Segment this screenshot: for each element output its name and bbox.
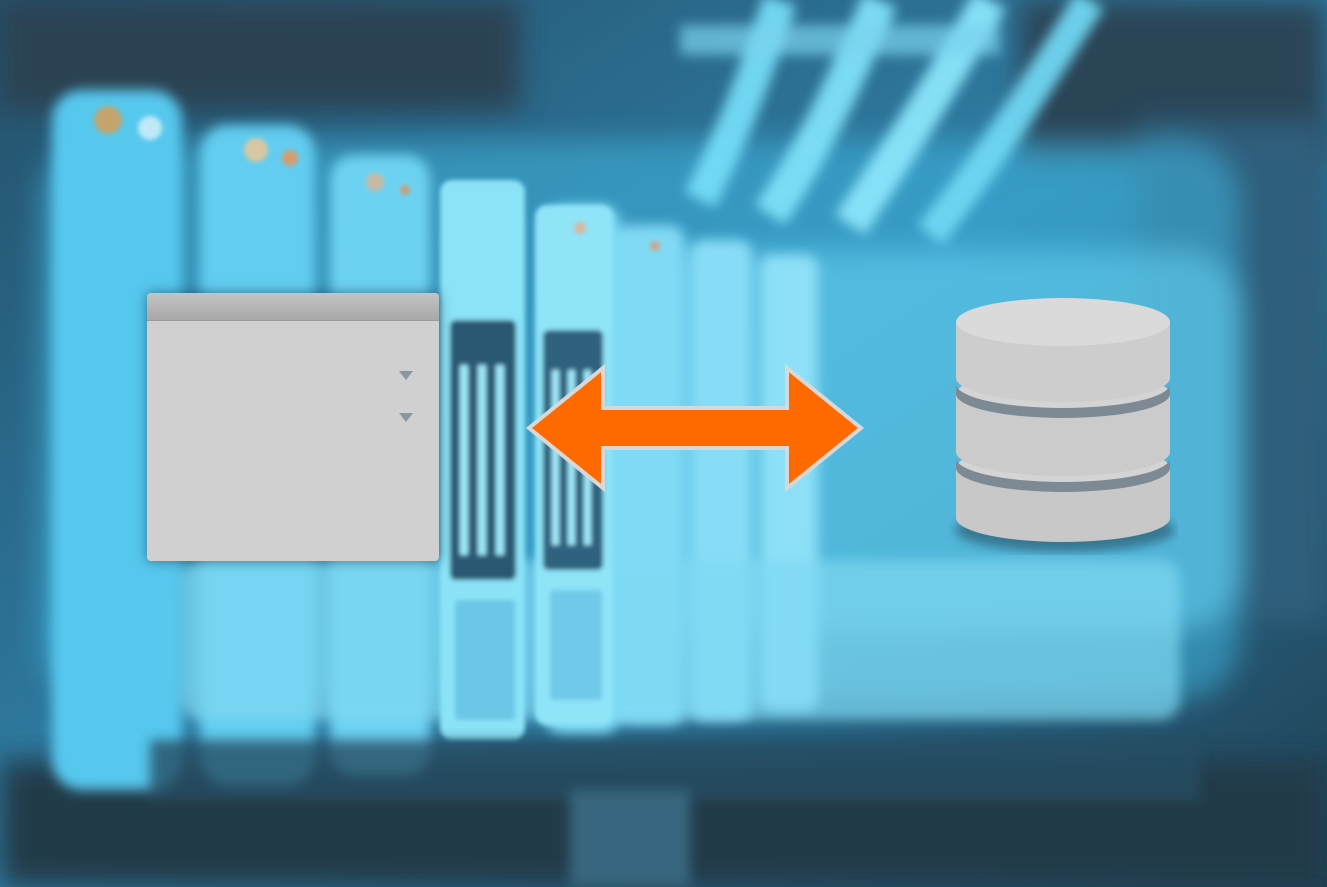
form-window-icon xyxy=(147,293,439,561)
chevron-down-icon xyxy=(399,371,413,380)
double-arrow-icon xyxy=(525,360,865,496)
database-icon xyxy=(948,290,1178,555)
window-titlebar xyxy=(147,293,439,321)
dropdown-field[interactable] xyxy=(157,365,425,387)
chevron-down-icon xyxy=(399,413,413,422)
dropdown-field[interactable] xyxy=(157,407,425,429)
